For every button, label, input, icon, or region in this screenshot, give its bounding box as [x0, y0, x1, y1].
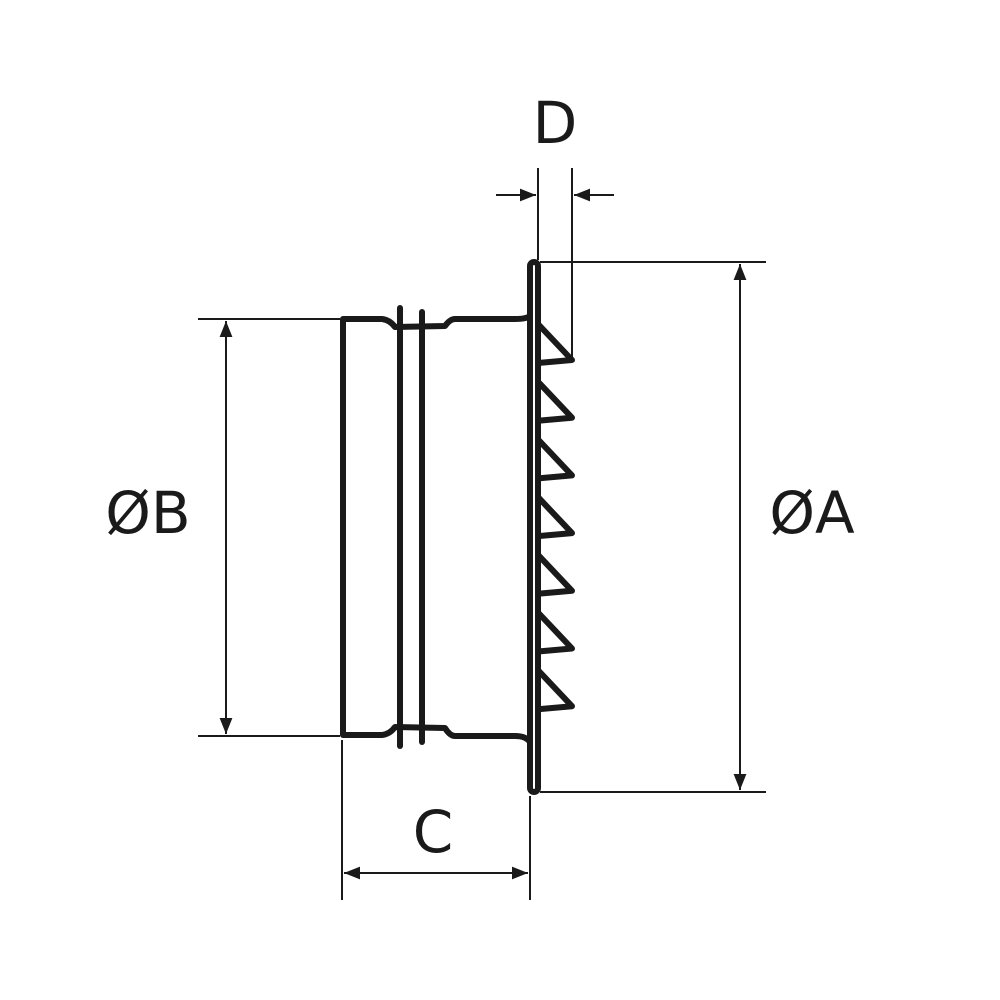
label-diameter-b: ØB	[105, 479, 190, 547]
dimension-a	[540, 261, 766, 793]
louver-blade	[535, 668, 575, 713]
flange	[527, 259, 541, 795]
louver-blade	[535, 610, 575, 655]
spigot-body	[340, 313, 533, 745]
louver-blade	[535, 379, 575, 424]
label-diameter-a: ØA	[769, 479, 855, 547]
dimension-c	[341, 740, 531, 900]
louver-blade	[535, 495, 575, 540]
dimension-b	[198, 318, 340, 737]
bead-grooves	[397, 305, 425, 749]
louver-blade	[535, 437, 575, 482]
dimension-d	[496, 168, 614, 358]
label-length-c: C	[413, 798, 454, 866]
louver-blade	[535, 552, 575, 597]
label-depth-d: D	[533, 89, 578, 157]
louvers	[535, 321, 575, 713]
louver-blade	[535, 321, 575, 366]
